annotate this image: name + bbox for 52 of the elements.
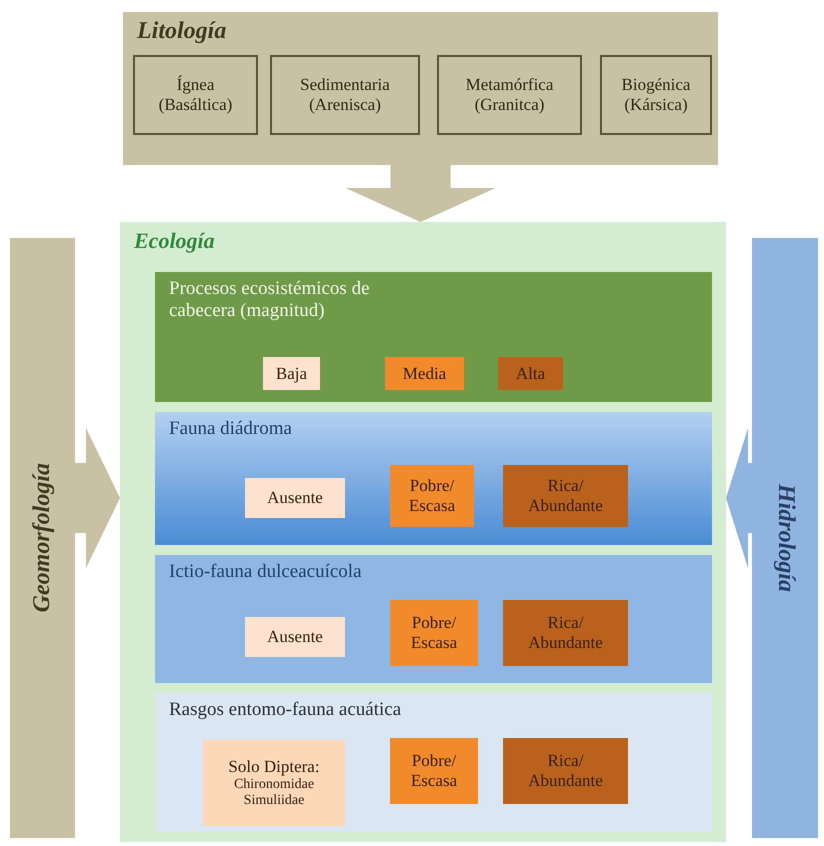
category-box (390, 465, 474, 527)
group-title: Rasgos entomo-fauna acuática (169, 699, 402, 721)
box-text: Alta (516, 364, 546, 384)
category-box (390, 600, 478, 666)
group-title: Litología (137, 18, 226, 45)
box-text: Solo Diptera: (228, 757, 320, 777)
group-title: Procesos ecosistémicos de cabecera (magnitud) (169, 278, 371, 322)
category-box (437, 55, 582, 135)
block-arrow (726, 428, 752, 568)
box-text: Biogénica (Kársica) (620, 75, 692, 115)
group-title: Ecología (134, 228, 215, 254)
category-box (600, 55, 712, 135)
box-text: Rica/ Abundante (527, 476, 604, 516)
bar-label: Geomorfología (28, 463, 56, 613)
box-text: Chironomidae Simuliidae (232, 776, 316, 809)
category-box (503, 738, 628, 804)
category-box (245, 478, 345, 518)
group-panel (120, 222, 726, 842)
category-box (263, 357, 320, 390)
category-box (133, 55, 258, 135)
category-box (245, 617, 345, 657)
box-text: Metamórfica (Granitca) (464, 75, 554, 115)
group-panel (155, 412, 712, 545)
category-box (503, 600, 628, 666)
box-text: Baja (276, 364, 308, 384)
box-text: Pobre/ Escasa (410, 613, 458, 653)
group-title: Fauna diádroma (169, 418, 292, 440)
category-box (390, 738, 478, 804)
category-box (270, 55, 420, 135)
box-text: Rica/ Abundante (527, 751, 604, 791)
category-box (385, 357, 464, 390)
box-text: Sedimentaria (Arenisca) (299, 75, 391, 115)
category-box (498, 357, 563, 390)
side-bar (10, 238, 75, 838)
box-text: Pobre/ Escasa (408, 476, 456, 516)
group-panel (155, 555, 712, 683)
group-title: Ictio-fauna dulceacuícola (169, 561, 362, 583)
category-box (503, 465, 628, 527)
box-text: Rica/ Abundante (527, 613, 604, 653)
box-text: Ígnea (Basáltica) (158, 75, 234, 115)
group-panel (123, 12, 718, 165)
category-box (203, 740, 345, 826)
box-text: Ausente (267, 488, 323, 508)
bar-label: Hidrología (772, 484, 799, 592)
block-arrow (346, 165, 496, 222)
box-text: Ausente (267, 627, 323, 647)
group-panel (155, 693, 712, 832)
box-text: Media (402, 364, 446, 384)
group-panel (155, 272, 712, 402)
box-text: Pobre/ Escasa (410, 751, 458, 791)
block-arrow (75, 428, 120, 568)
side-bar (752, 238, 818, 838)
